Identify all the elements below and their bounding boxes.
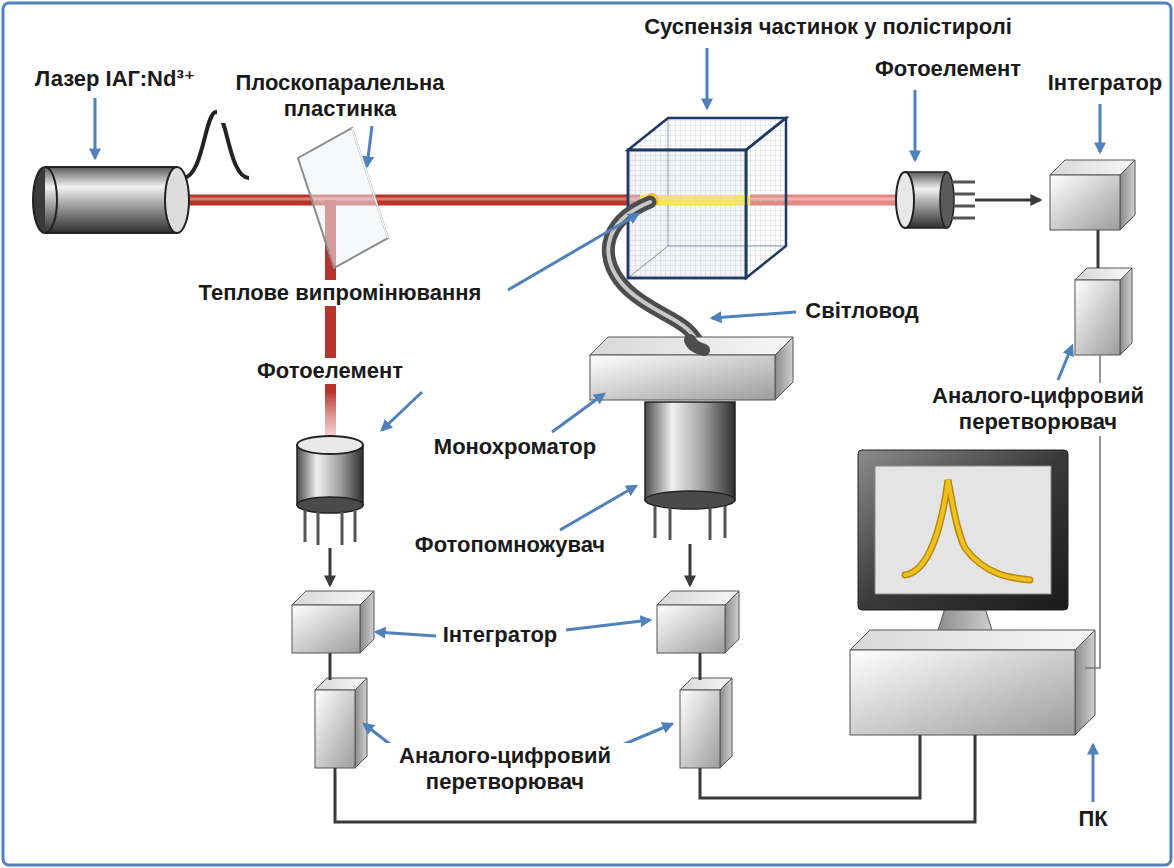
integrator (725, 591, 739, 653)
callout-arrow (376, 632, 436, 636)
callout-arrow (1092, 745, 1095, 802)
signal-wire (700, 735, 920, 798)
photocell (896, 172, 975, 228)
component-label: ПК (1075, 806, 1110, 832)
cuvette (628, 150, 746, 278)
callout-arrow (552, 394, 604, 432)
callout-arrow (560, 486, 636, 530)
integrator (1050, 160, 1135, 230)
callout-arrow (712, 312, 796, 318)
adc (680, 678, 732, 768)
photomultiplier (655, 506, 725, 540)
adc (315, 690, 355, 768)
monitor (905, 480, 1030, 580)
monochromator (590, 355, 775, 400)
monochromator (775, 337, 793, 400)
component-label: Теплове випромінювання (196, 280, 485, 306)
photocell (952, 182, 975, 218)
integrator (292, 605, 360, 653)
component-label: Фотопомножувач (412, 532, 608, 558)
component-label: Фотоелемент (254, 358, 406, 384)
callout-arrow (566, 620, 650, 630)
adc (1075, 268, 1132, 355)
monochromator (590, 337, 793, 355)
signal-wire (329, 548, 332, 585)
adc (720, 678, 732, 768)
component-label: Суспензія частинок у полістиролі (641, 14, 1015, 40)
photocell (305, 510, 355, 545)
laser (33, 167, 57, 233)
adc (315, 678, 367, 768)
monitor (858, 450, 1068, 640)
photocell (297, 436, 363, 454)
callout-arrow (914, 90, 917, 160)
component-label: Аналого-цифровий перетворювач (910, 383, 1166, 436)
monitor (905, 480, 1030, 580)
frame (3, 3, 1171, 865)
component-label: Інтегратор (440, 622, 561, 648)
signal-wire (335, 735, 975, 822)
integrator (657, 591, 739, 653)
photocell (297, 436, 363, 545)
monochromator (590, 337, 793, 400)
signal-wire (689, 544, 692, 585)
monitor (875, 466, 1051, 594)
laser (45, 167, 177, 233)
integrator (360, 591, 374, 653)
integrator (657, 605, 725, 653)
component-label: Лазер ІАГ:Nd³⁺ (32, 66, 199, 92)
adc (680, 690, 720, 768)
component-label: Інтегратор (1045, 70, 1166, 96)
photomultiplier (645, 402, 735, 540)
component-label: Монохроматор (431, 434, 599, 460)
callout-arrow (94, 98, 97, 158)
integrator (292, 591, 374, 653)
pc (850, 650, 1075, 735)
callout-arrow (508, 214, 638, 290)
adc (1120, 268, 1132, 355)
pc (850, 630, 1095, 650)
photomultiplier (645, 491, 735, 509)
monitor (858, 450, 1068, 610)
callout-arrow (1099, 104, 1102, 152)
component-label: Фотоелемент (872, 56, 1024, 82)
pc (850, 630, 1095, 735)
component-label: Плоскопаралельна пластинка (217, 70, 463, 123)
signal-wire (1097, 230, 1100, 268)
laser (165, 167, 189, 233)
laser-beam (180, 195, 640, 206)
pc (1075, 630, 1095, 735)
signal-wire (329, 653, 332, 680)
callout-arrow (706, 48, 709, 108)
adc (355, 678, 367, 768)
signal-wire (975, 199, 1040, 202)
laser (45, 167, 177, 233)
signal-wire (699, 653, 702, 680)
adc (1075, 280, 1120, 355)
laser-beam (180, 199, 905, 440)
laser-beam (180, 198, 640, 201)
photomultiplier (645, 402, 735, 500)
component-label: Світловод (802, 298, 921, 324)
component-label: Аналого-цифровий перетворювач (377, 743, 633, 796)
callout-arrow (367, 126, 372, 166)
photocell (896, 172, 914, 228)
callout-arrow (382, 392, 422, 430)
integrator (1050, 175, 1120, 230)
integrator (1120, 160, 1135, 230)
photocell (940, 172, 954, 228)
cuvette (628, 150, 746, 278)
laser (33, 167, 189, 233)
cuvette (746, 118, 786, 278)
setup-illustration (690, 340, 704, 350)
photocell (297, 497, 363, 513)
cuvette (628, 150, 746, 278)
callout-arrow (1058, 346, 1072, 380)
plate (298, 128, 388, 268)
